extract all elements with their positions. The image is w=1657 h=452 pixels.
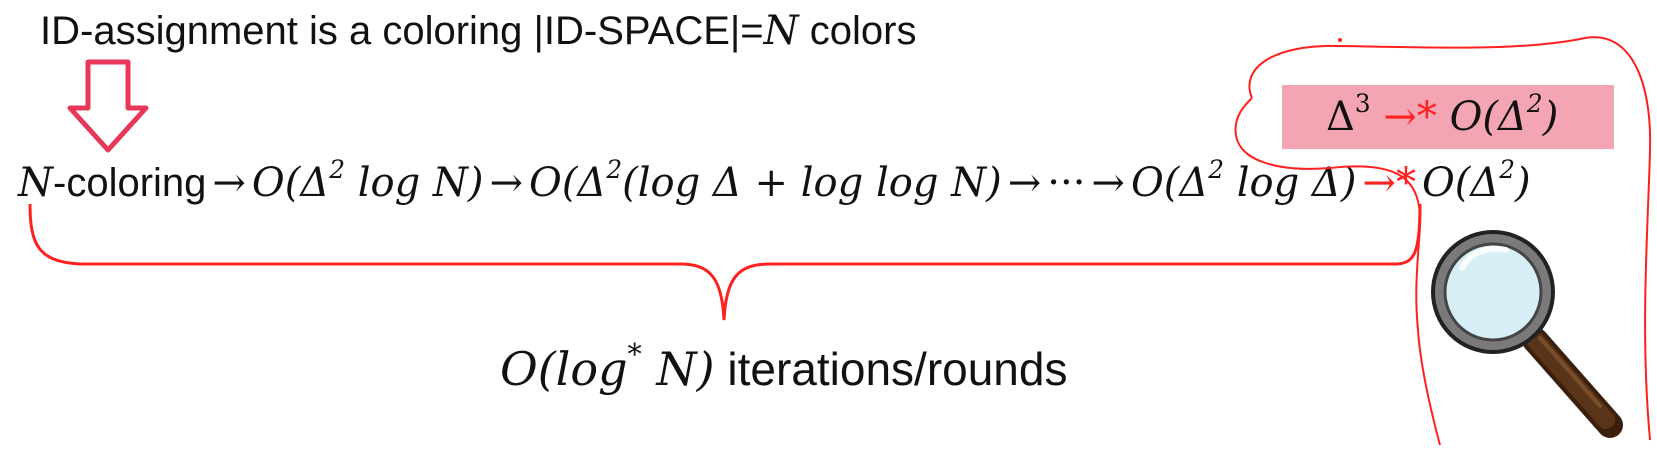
magnifier-icon bbox=[1431, 230, 1623, 438]
chain-step-1: O(Δ2 log N) bbox=[251, 154, 484, 206]
chain-arrow: → bbox=[1007, 160, 1042, 206]
highlight-left: Δ3 bbox=[1326, 88, 1371, 140]
loop-dot bbox=[1338, 38, 1342, 42]
highlight-box bbox=[1282, 85, 1614, 149]
highlight-formula: Δ3 →* O(Δ2) bbox=[1326, 88, 1559, 140]
chain-arrow: → bbox=[212, 160, 246, 206]
rounds-label: O(log* N) iterations/rounds bbox=[500, 338, 1068, 396]
rounds-text: iterations/rounds bbox=[714, 343, 1068, 395]
title-prefix: ID-assignment is a coloring |ID-SPACE|= bbox=[40, 9, 764, 53]
underbrace bbox=[28, 203, 1422, 321]
chain-arrow: → bbox=[1091, 160, 1125, 206]
chain-arrow: → bbox=[489, 160, 524, 206]
highlight-arrow: →* bbox=[1383, 94, 1437, 140]
title-suffix: colors bbox=[798, 9, 917, 53]
rounds-math: O(log* N) bbox=[500, 338, 715, 396]
chain-step-4: O(Δ2) bbox=[1421, 154, 1531, 206]
title-var: N bbox=[763, 8, 799, 54]
freehand-loop bbox=[1234, 36, 1652, 446]
down-arrow-icon bbox=[67, 59, 149, 153]
title-line: ID-assignment is a coloring |ID-SPACE|=N… bbox=[40, 8, 916, 54]
chain-start: N-coloring bbox=[18, 160, 207, 206]
chain-step-2: O(Δ2(log Δ + log log N) bbox=[529, 154, 1002, 206]
coloring-chain: N-coloring→O(Δ2 log N)→O(Δ2(log Δ + log … bbox=[18, 154, 1531, 206]
chain-ellipsis: ··· bbox=[1047, 160, 1086, 206]
highlight-right: O(Δ2) bbox=[1449, 88, 1559, 140]
